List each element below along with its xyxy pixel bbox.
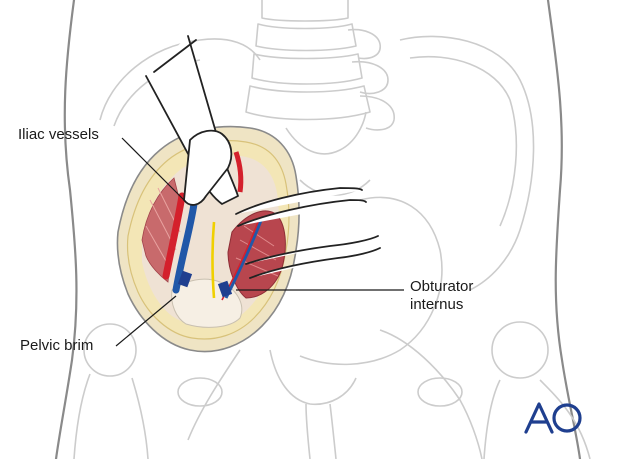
ao-logo	[524, 402, 582, 434]
pelvis-skeleton-outline	[73, 0, 591, 459]
label-obturator-internus-line2: internus	[410, 296, 464, 313]
label-obturator-internus: Obturator internus	[410, 278, 473, 314]
retractors	[145, 35, 381, 279]
surgical-incision	[116, 125, 300, 353]
label-iliac-vessels: Iliac vessels	[18, 126, 99, 143]
leader-line-iliac-vessels	[121, 137, 187, 203]
leader-lines	[115, 137, 404, 347]
label-obturator-internus-line1: Obturator	[410, 278, 474, 295]
leader-line-pelvic-brim	[115, 295, 177, 347]
label-pelvic-brim: Pelvic brim	[20, 337, 94, 354]
